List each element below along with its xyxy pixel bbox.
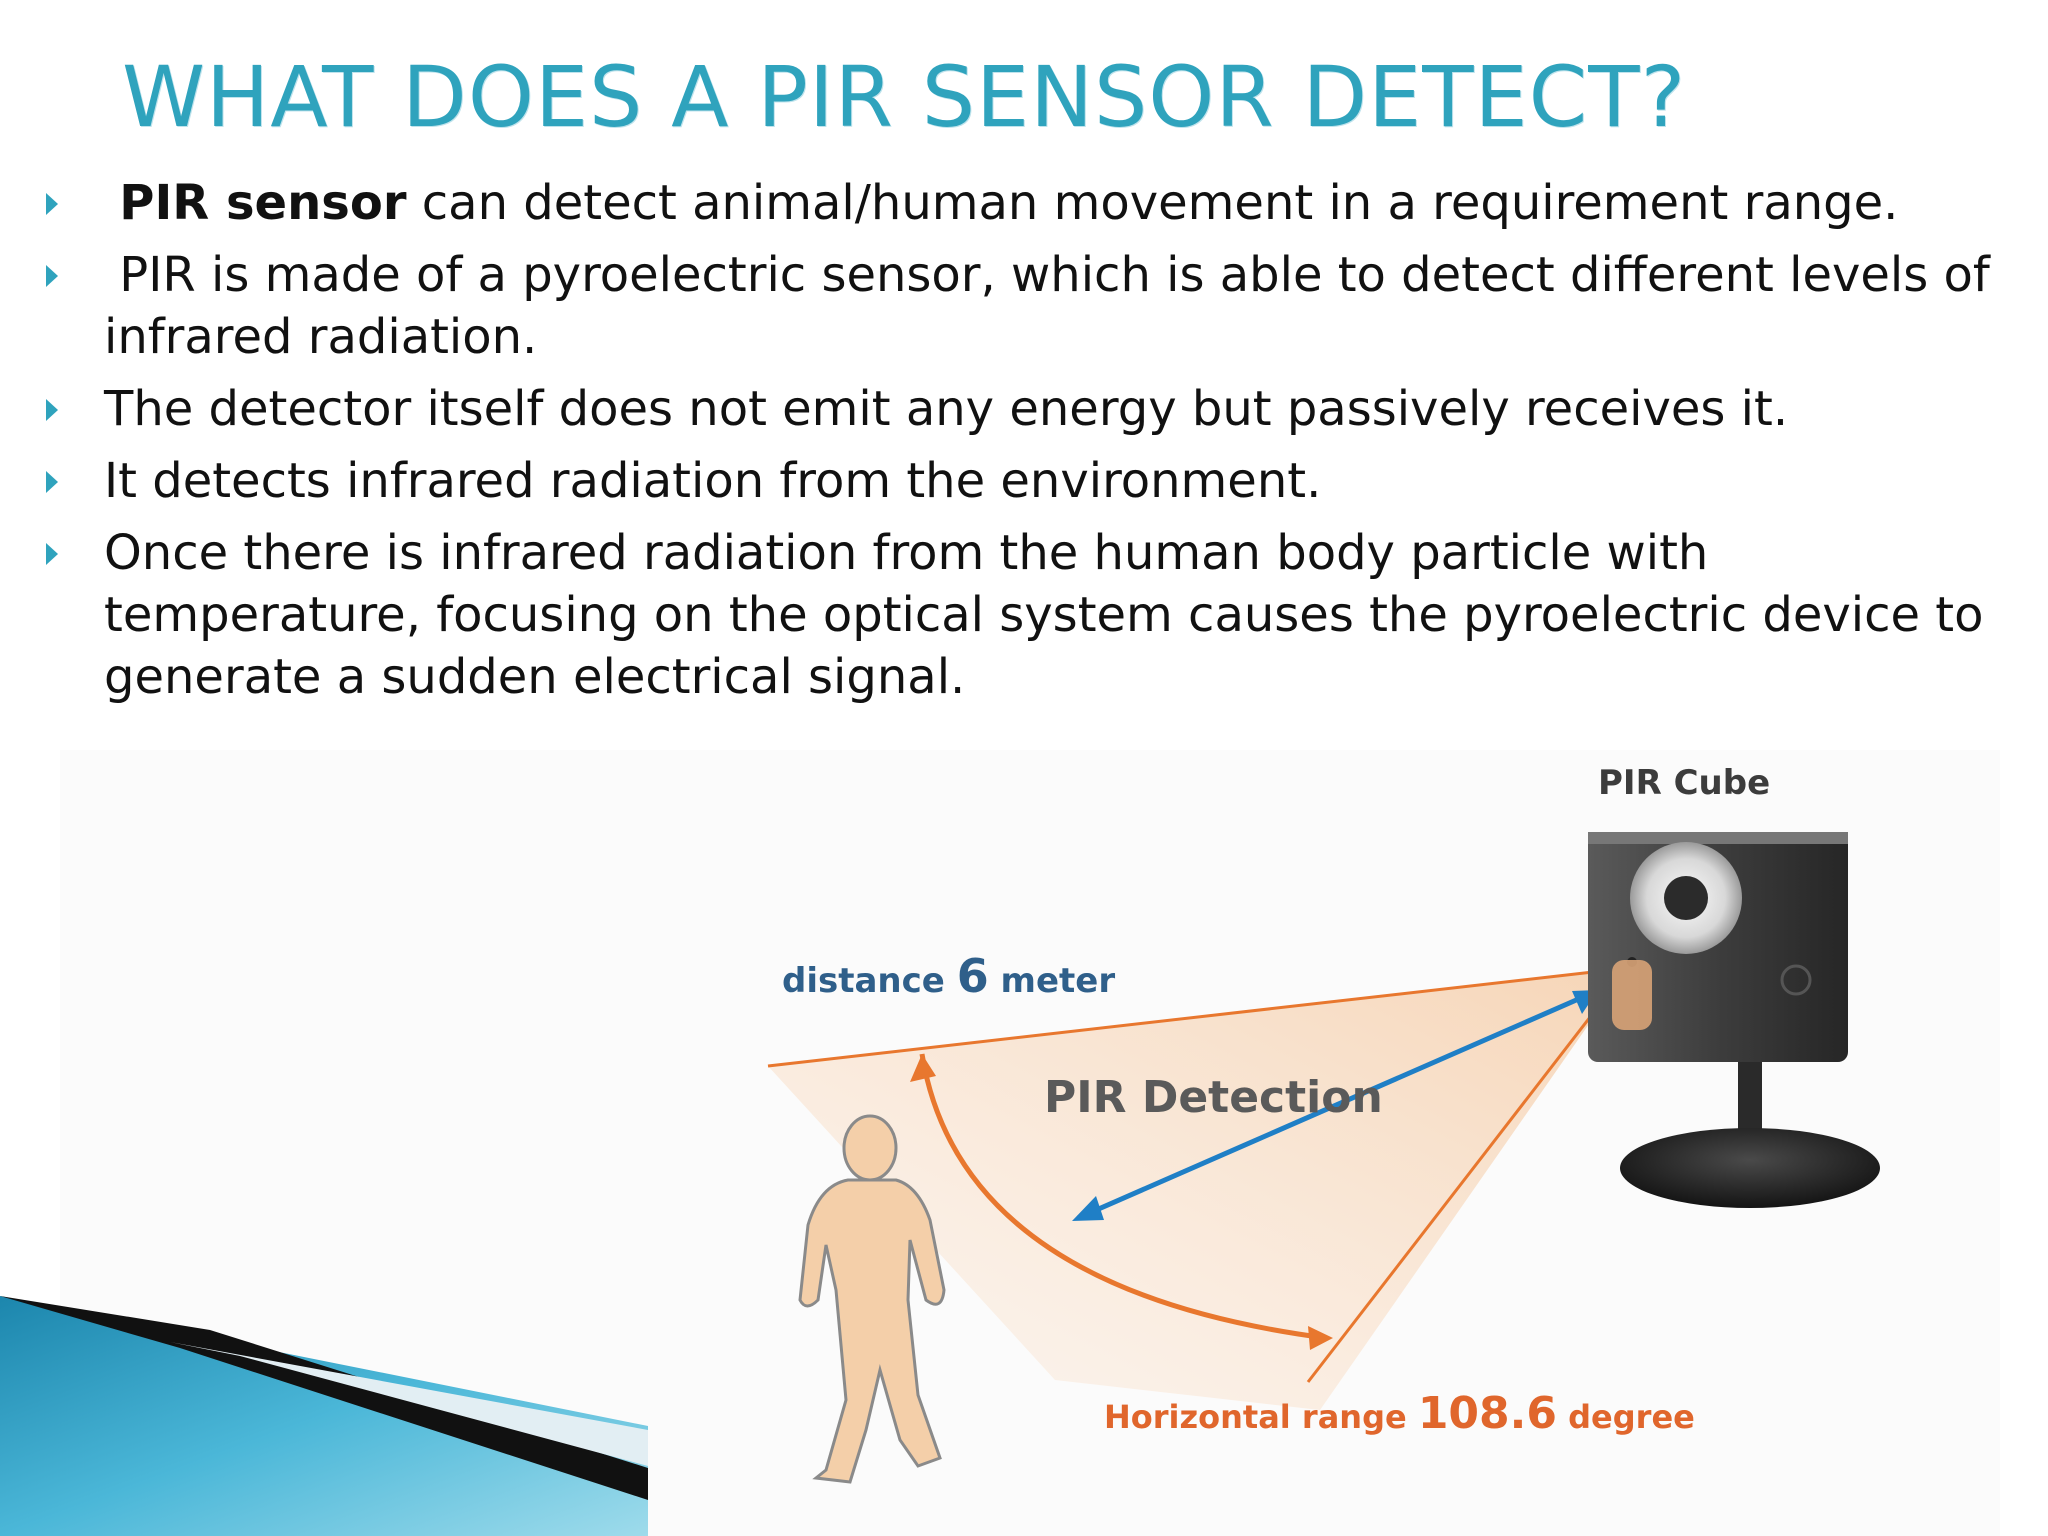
bullet-arrow-icon (46, 265, 58, 287)
bullet-arrow-icon (46, 543, 58, 565)
range-caption: Horizontal range 108.6 degree (1104, 1388, 1695, 1439)
bullet-item: Once there is infrared radiation from th… (0, 522, 2048, 708)
bullet-text: The detector itself does not emit any en… (104, 381, 1789, 437)
detection-cone (767, 966, 1630, 1410)
distance-prefix: distance (782, 961, 957, 1001)
distance-caption: distance 6 meter (782, 949, 1115, 1003)
detection-label: PIR Detection (1044, 1072, 1383, 1123)
corner-swoosh-decoration (0, 1296, 648, 1536)
bullet-list: PIR sensor can detect animal/human movem… (0, 172, 2048, 718)
bullet-item: PIR sensor can detect animal/human movem… (0, 172, 2048, 234)
bullet-lead: PIR sensor (119, 175, 407, 231)
range-value: 108.6 (1418, 1388, 1557, 1439)
bullet-item: PIR is made of a pyroelectric sensor, wh… (0, 244, 2048, 368)
slide-title: WHAT DOES A PIR SENSOR DETECT? (122, 48, 1687, 146)
bullet-text: Once there is infrared radiation from th… (104, 525, 1984, 705)
range-suffix: degree (1557, 1398, 1695, 1436)
pir-diagram: PIR Cube distance 6 meter PIR Detection … (0, 750, 2000, 1536)
walking-person (798, 1114, 946, 1484)
bullet-text: can detect animal/human movement in a re… (406, 175, 1899, 231)
distance-value: 6 (957, 949, 989, 1003)
bullet-text: It detects infrared radiation from the e… (104, 453, 1322, 509)
bullet-arrow-icon (46, 399, 58, 421)
bullet-item: The detector itself does not emit any en… (0, 378, 2048, 440)
distance-suffix: meter (989, 961, 1116, 1001)
bullet-text: PIR is made of a pyroelectric sensor, wh… (104, 247, 1990, 365)
bullet-item: It detects infrared radiation from the e… (0, 450, 2048, 512)
pir-cube-device (1588, 832, 1880, 1208)
bullet-arrow-icon (46, 471, 58, 493)
range-prefix: Horizontal range (1104, 1398, 1418, 1436)
bullet-arrow-icon (46, 193, 58, 215)
device-label: PIR Cube (1598, 763, 1770, 803)
